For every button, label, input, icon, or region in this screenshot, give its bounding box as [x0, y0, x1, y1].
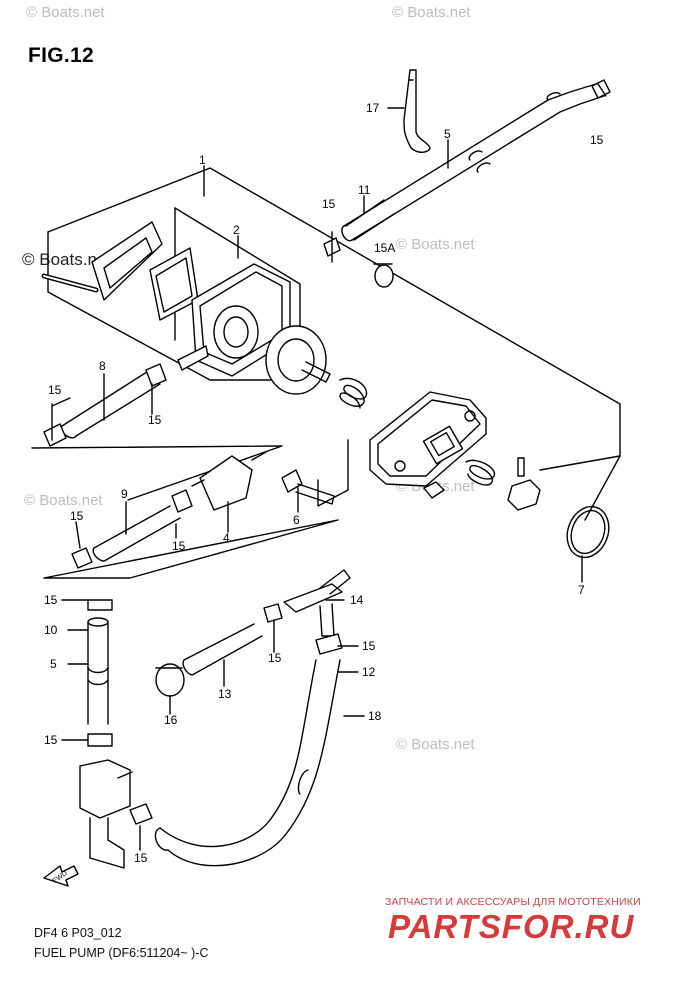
callout-4: 4 [223, 531, 230, 545]
section-divider-2 [43, 519, 339, 579]
branding-subtitle: ЗАПЧАСТИ И АКСЕССУАРЫ ДЛЯ МОТОТЕХНИКИ [385, 896, 641, 908]
spring [339, 377, 368, 409]
callout-15: 15 [268, 651, 282, 665]
callout-11: 11 [358, 183, 371, 197]
callout-5: 5 [444, 127, 451, 141]
callout-16: 16 [164, 713, 178, 727]
watermark: © Boats.net [26, 4, 105, 21]
callout-18: 18 [368, 709, 382, 723]
hose-clip [171, 489, 193, 513]
long-hose [159, 659, 317, 848]
callout-10: 10 [44, 623, 58, 637]
callout-15: 15 [172, 539, 186, 553]
branding-logo: PARTSFOR.RU [388, 908, 635, 945]
callout-15: 15 [148, 413, 162, 427]
callout-9: 9 [121, 487, 128, 501]
callout-8: 8 [99, 359, 106, 373]
callout-2: 2 [233, 223, 240, 237]
callout-6: 6 [293, 513, 300, 527]
hose-clip [145, 363, 167, 387]
callout-12: 12 [362, 665, 376, 679]
valve-spring [465, 459, 496, 486]
watermark: © Boats.net [392, 4, 471, 21]
callout-15a: 15A [374, 241, 395, 255]
washer-15a [374, 264, 394, 288]
assembly-outline-lower [47, 231, 301, 381]
callout-15: 15 [44, 593, 58, 607]
fuel-filter [199, 455, 253, 511]
hose-clip [43, 423, 67, 447]
hose-clip [315, 633, 343, 655]
callout-15: 15 [322, 197, 336, 211]
callout-15: 15 [362, 639, 376, 653]
callouts: 17 15 5 1 11 15 2 15A 8 15 15 9 15 4 6 1… [44, 101, 604, 865]
hose-clip [87, 733, 113, 747]
clip-17 [403, 69, 431, 153]
plate [91, 221, 163, 301]
hose-clip [129, 803, 153, 825]
fwd-arrow [43, 865, 79, 887]
callout-17: 17 [366, 101, 380, 115]
hose-clip [71, 547, 93, 569]
callout-1: 1 [199, 153, 206, 167]
watermark: © Boats.net [22, 250, 112, 269]
hose-clip [87, 599, 113, 611]
callout-5: 5 [50, 657, 57, 671]
pump-port [213, 305, 259, 359]
callout-7: 7 [578, 583, 585, 597]
callout-15: 15 [590, 133, 604, 147]
nut [423, 481, 445, 499]
bolt [281, 469, 303, 493]
watermark: © Boats.net [396, 236, 475, 253]
hose-clip [263, 603, 283, 623]
diaphragm [265, 325, 327, 395]
figure-code: DF4 6 P03_012 [34, 926, 122, 940]
o-ring [566, 505, 610, 559]
watermark: © Boats.net [396, 736, 475, 753]
valve-cap [507, 479, 541, 511]
clip-16 [155, 663, 185, 697]
pin [517, 457, 525, 477]
assembly-outline-upper [47, 167, 621, 471]
callout-15: 15 [48, 383, 62, 397]
figure-caption: FUEL PUMP (DF6:511204~ )-C [34, 946, 209, 960]
callout-15: 15 [44, 733, 58, 747]
figure-title: FIG.12 [28, 44, 94, 67]
callout-14: 14 [350, 593, 364, 607]
callout-15: 15 [134, 851, 148, 865]
watermark: © Boats.net [24, 492, 103, 509]
section-divider-1 [31, 445, 283, 501]
callout-15: 15 [70, 509, 84, 523]
callout-13: 13 [218, 687, 232, 701]
fuel-cock [79, 759, 131, 819]
t-joint [283, 583, 343, 613]
